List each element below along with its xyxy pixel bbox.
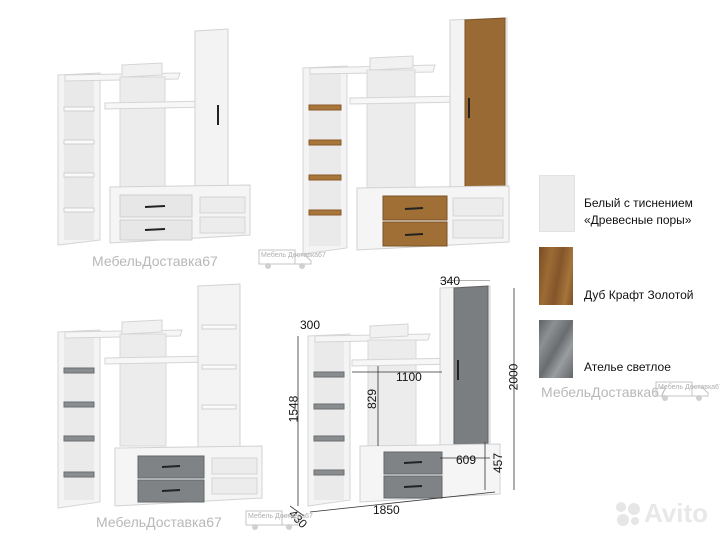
swatch-white-label-line1: Белый с тиснением	[584, 196, 693, 210]
truck-icon-top: Мебель Доставка67	[258, 248, 326, 275]
avito-logo-icon	[614, 500, 642, 533]
dim-300: 300	[300, 318, 321, 332]
truck-label-top: Мебель Доставка67	[261, 252, 326, 259]
swatch-oak	[539, 247, 573, 305]
furniture-dimensions	[290, 280, 515, 517]
swatch-oak-label: Дуб Крафт Золотой	[584, 288, 694, 302]
dim-340: 340	[440, 274, 461, 288]
avito-watermark: Avito	[644, 498, 709, 528]
truck-label-mid: Мебель Доставка67	[658, 384, 720, 391]
brand-text-mid: МебельДоставка67	[541, 384, 667, 400]
furniture-concrete	[57, 283, 263, 509]
swatch-concrete	[539, 320, 573, 378]
truck-label-bottom: Мебель Доставка67	[248, 513, 313, 520]
swatch-concrete-label: Ателье светлое	[584, 360, 671, 374]
dim-1548: 1548	[286, 395, 301, 423]
dim-829: 829	[365, 388, 380, 410]
dim-609: 609	[456, 453, 477, 467]
furniture-white	[57, 28, 251, 246]
brand-text-top: МебельДоставка67	[92, 253, 218, 269]
brand-text-bottom: МебельДоставка67	[96, 514, 222, 530]
truck-icon-mid: Мебель Доставка67	[655, 380, 720, 407]
swatch-white	[539, 175, 575, 232]
furniture-oak	[302, 17, 510, 255]
truck-icon-bottom: Мебель Доставка67	[245, 509, 313, 536]
dim-457: 457	[491, 452, 506, 474]
dim-1100: 1100	[396, 370, 422, 384]
swatch-white-label-line2: «Древесные поры»	[584, 213, 692, 227]
swatch-white-label: Белый с тиснением «Древесные поры»	[584, 195, 693, 229]
dim-1850: 1850	[373, 503, 400, 517]
dim-2000: 2000	[506, 363, 521, 391]
